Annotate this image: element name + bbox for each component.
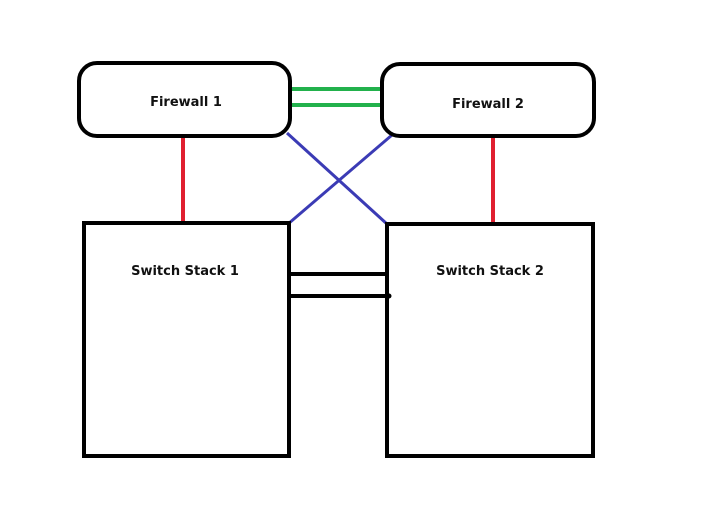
link-firewall2-switch1 xyxy=(287,133,393,226)
links xyxy=(181,87,495,298)
firewall-1-node: Firewall 1 xyxy=(77,61,292,138)
firewall-2-box xyxy=(380,62,596,138)
switch-stack-2-node: Switch Stack 2 xyxy=(385,222,595,458)
link-junction-dot xyxy=(386,293,392,299)
firewall-1-label: Firewall 1 xyxy=(150,95,222,110)
switch-stack-1-node: Switch Stack 1 xyxy=(82,221,291,458)
switch-stack-2-label: Switch Stack 2 xyxy=(436,264,544,279)
firewall-2-node: Firewall 2 xyxy=(380,62,596,138)
firewall-2-label: Firewall 2 xyxy=(452,97,524,112)
link-firewall1-switch2 xyxy=(285,131,389,226)
switch-stack-1-box xyxy=(82,221,291,458)
firewall-1-box xyxy=(77,61,292,138)
switch-stack-2-box xyxy=(385,222,595,458)
switch-stack-1-label: Switch Stack 1 xyxy=(131,264,239,279)
